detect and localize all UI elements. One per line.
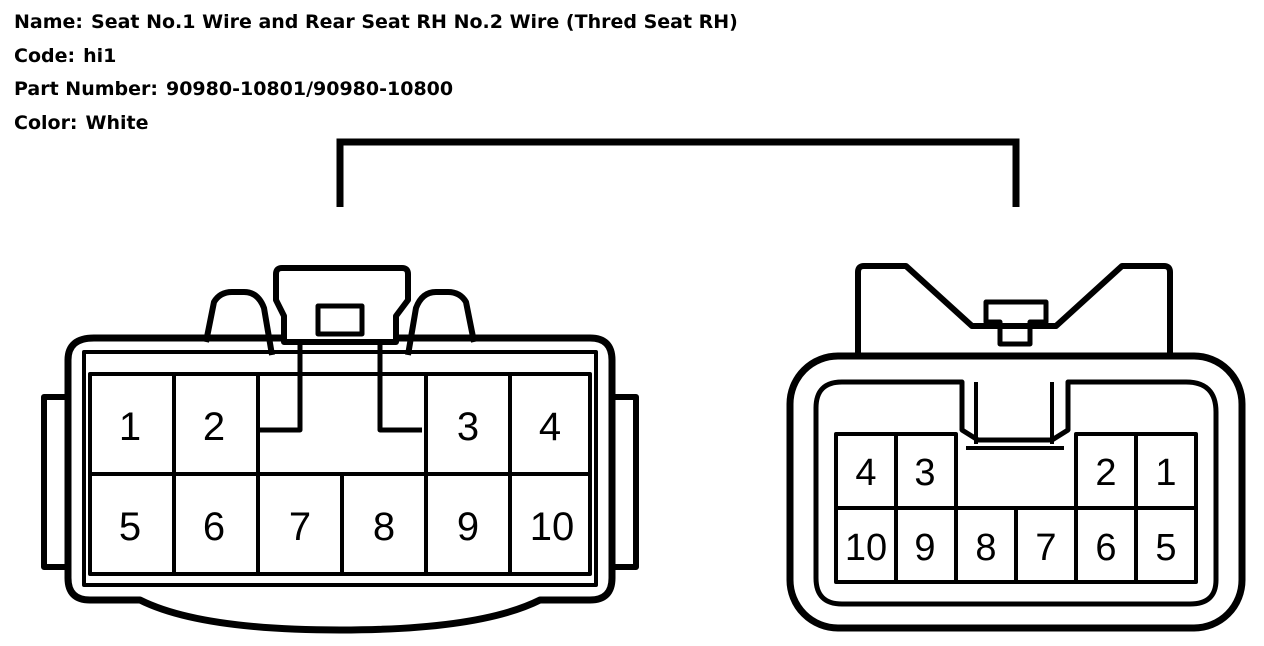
name-value: Seat No.1 Wire and Rear Seat RH No.2 Wir…	[91, 11, 738, 33]
color-row: Color: White	[14, 107, 738, 141]
right-pin-6: 6	[1095, 527, 1116, 569]
connector-link-bracket	[336, 138, 1020, 207]
left-pin-3: 3	[457, 405, 479, 449]
left-pin-1: 1	[119, 405, 141, 449]
left-connector-tab-left	[203, 289, 275, 356]
right-connector-grid	[834, 432, 1198, 584]
left-connector-inner-frame	[82, 350, 598, 587]
code-label: Code:	[14, 44, 76, 67]
left-connector-lock-window	[315, 303, 365, 337]
right-connector-body	[786, 352, 1246, 632]
code-row: Code: hi1	[14, 40, 738, 74]
right-connector	[786, 263, 1246, 632]
right-connector-keyway	[966, 382, 1064, 450]
part-number-row: Part Number: 90980-10801/90980-10800	[14, 73, 738, 107]
right-connector-lock-key	[983, 299, 1049, 347]
right-pin-8: 8	[975, 527, 996, 569]
right-pin-7: 7	[1035, 527, 1056, 569]
left-pin-10: 10	[530, 505, 575, 549]
left-connector-ear-left	[41, 394, 71, 570]
code-value: hi1	[83, 44, 117, 67]
left-connector	[41, 265, 639, 634]
left-connector-ear-right	[609, 394, 639, 570]
left-pin-5: 5	[119, 505, 141, 549]
left-pin-9: 9	[457, 505, 479, 549]
left-pin-4: 4	[539, 405, 561, 449]
name-label: Name:	[14, 11, 84, 33]
left-connector-keyway	[258, 339, 422, 433]
left-pin-2: 2	[203, 405, 225, 449]
right-pin-4: 4	[855, 452, 876, 494]
right-connector-lock	[855, 263, 1173, 358]
part-number-value: 90980-10801/90980-10800	[165, 78, 454, 100]
right-pin-9: 9	[914, 527, 935, 569]
name-row: Name: Seat No.1 Wire and Rear Seat RH No.…	[14, 6, 738, 40]
part-number-label: Part Number:	[14, 78, 158, 100]
right-pin-3: 3	[914, 452, 935, 494]
left-pin-8: 8	[373, 505, 395, 549]
color-label: Color:	[14, 111, 78, 134]
right-pin-10: 10	[845, 527, 887, 569]
left-connector-pins: 1 2 3 4 5 6 7 8 9 10	[119, 405, 574, 549]
right-pin-2: 2	[1095, 452, 1116, 494]
left-pin-7: 7	[289, 505, 311, 549]
color-value: White	[85, 111, 149, 134]
right-pin-1: 1	[1155, 452, 1176, 494]
connector-info: Name: Seat No.1 Wire and Rear Seat RH No.…	[14, 6, 738, 140]
right-pin-5: 5	[1155, 527, 1176, 569]
left-pin-6: 6	[203, 505, 225, 549]
left-connector-tab-right	[405, 289, 477, 356]
left-connector-grid	[88, 372, 592, 576]
right-connector-inner	[813, 379, 1219, 607]
right-connector-pins: 4 3 2 1 10 9 8 7 6 5	[845, 452, 1177, 569]
